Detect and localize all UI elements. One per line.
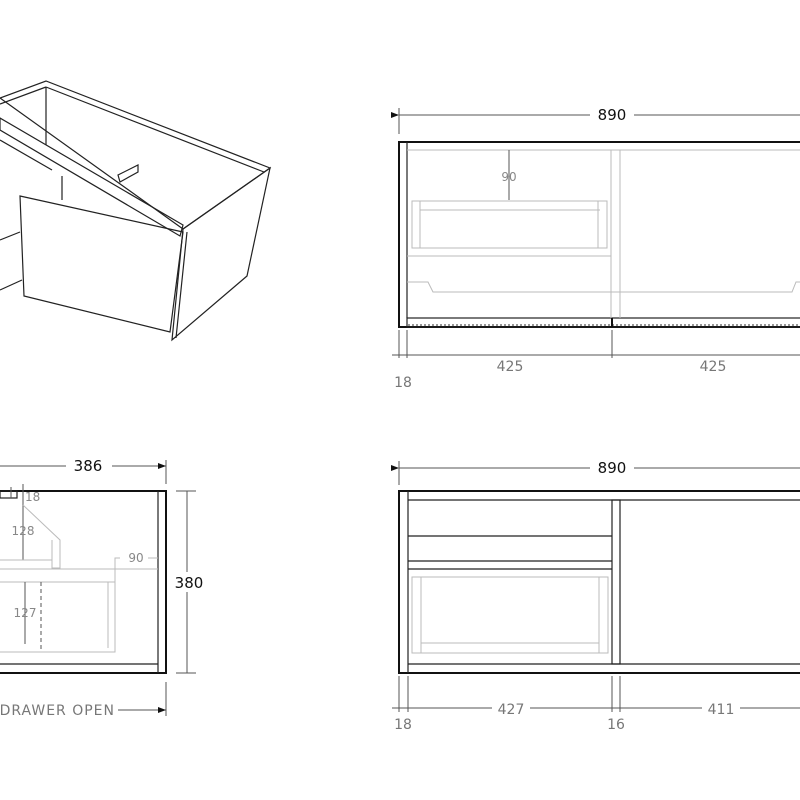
plan-divider-label: 16	[607, 717, 625, 733]
plan-right-bay-label: 411	[708, 702, 735, 718]
plan-width-label: 890	[598, 459, 627, 477]
front-view	[391, 105, 800, 358]
side-height-label: 380	[175, 574, 204, 592]
front-door-left-label: 425	[497, 359, 524, 375]
isometric-view	[0, 80, 272, 342]
front-width-label: 890	[598, 106, 627, 124]
front-side-panel-label: 18	[394, 375, 412, 391]
plan-side-panel-label: 18	[394, 717, 412, 733]
side-top-thickness-label: 18	[25, 490, 40, 504]
side-upper-height-label: 128	[12, 524, 35, 538]
plan-left-bay-label: 427	[498, 702, 525, 718]
side-drawer-height-label: 127	[14, 606, 37, 620]
side-view	[0, 456, 208, 716]
side-inset-label: 90	[128, 551, 143, 565]
side-depth-label: 386	[74, 457, 103, 475]
front-inner-height-label: 90	[501, 170, 516, 184]
front-door-right-label: 425	[700, 359, 727, 375]
plan-view	[391, 458, 800, 716]
drawer-open-note: DRAWER OPEN	[0, 703, 115, 719]
